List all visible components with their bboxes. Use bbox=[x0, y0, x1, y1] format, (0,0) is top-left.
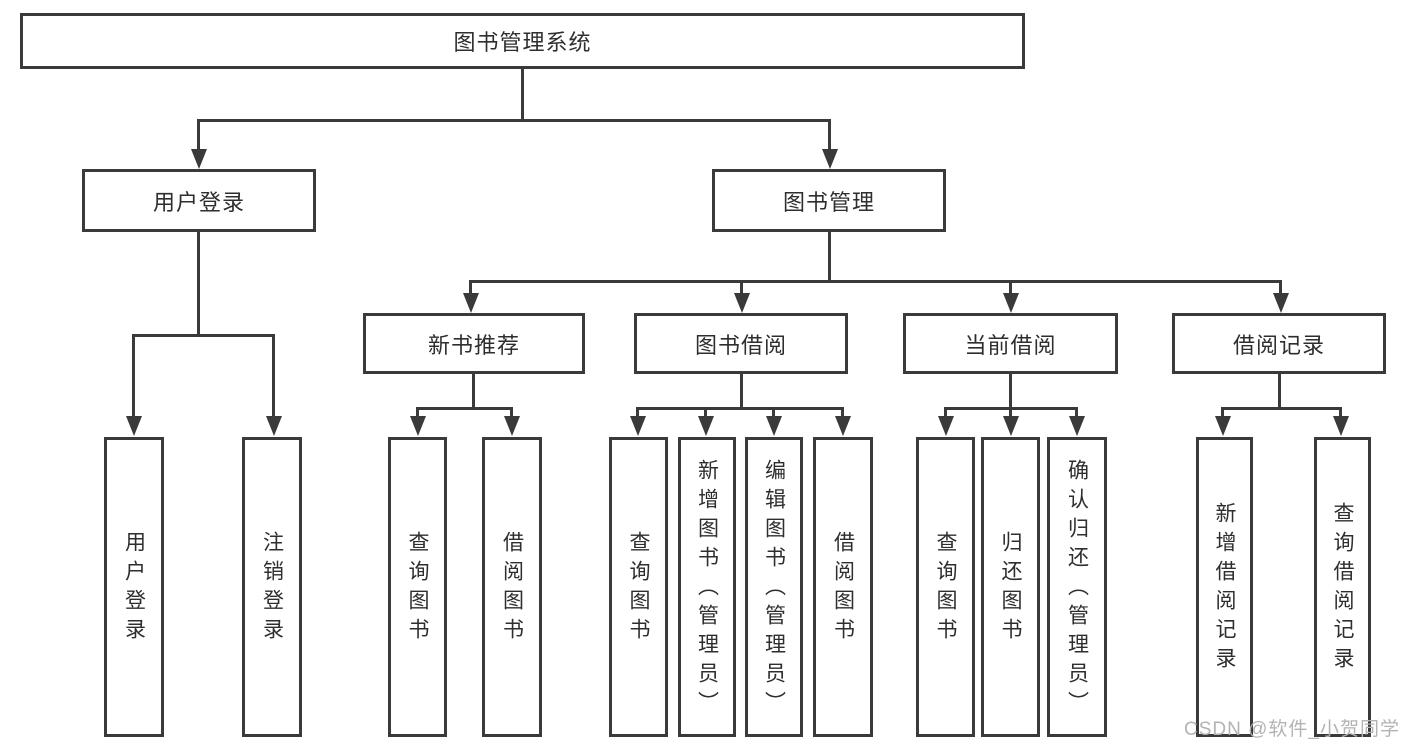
leaf-borrow-book-label: 借阅图书 bbox=[831, 531, 855, 647]
connector-line bbox=[1221, 407, 1342, 410]
connector-line bbox=[740, 374, 743, 410]
connector-line bbox=[272, 334, 275, 416]
leaf-edit-book-admin: 编辑图书（管理员） bbox=[745, 437, 803, 737]
connector-line bbox=[1009, 407, 1012, 417]
arrow-down-icon bbox=[126, 416, 142, 436]
connector-line bbox=[772, 407, 775, 417]
arrow-down-icon bbox=[766, 416, 782, 436]
leaf-user-login-label: 用户登录 bbox=[122, 531, 146, 647]
connector-line bbox=[1075, 407, 1078, 417]
leaf-query-borrow-record: 查询借阅记录 bbox=[1314, 437, 1371, 737]
arrow-down-icon bbox=[1333, 416, 1349, 436]
connector-line bbox=[132, 334, 135, 416]
connector-line bbox=[416, 407, 513, 410]
leaf-borrow-book: 借阅图书 bbox=[813, 437, 873, 737]
leaf-return-book: 归还图书 bbox=[981, 437, 1040, 737]
leaf-return-book-label: 归还图书 bbox=[999, 531, 1022, 647]
node-user-login-label: 用户登录 bbox=[152, 189, 245, 215]
connector-line bbox=[510, 407, 513, 417]
leaf-confirm-return-admin-label: 确认归还（管理员） bbox=[1065, 458, 1089, 720]
connector-line bbox=[1009, 374, 1012, 410]
arrow-down-icon bbox=[1273, 293, 1289, 313]
connector-line bbox=[521, 69, 524, 122]
node-current-borrow: 当前借阅 bbox=[903, 313, 1118, 374]
connector-line bbox=[469, 280, 472, 295]
leaf-borrow-query-book-label: 查询图书 bbox=[627, 531, 650, 647]
node-book-management-label: 图书管理 bbox=[782, 189, 875, 215]
arrow-down-icon bbox=[1003, 416, 1019, 436]
leaf-add-borrow-record-label: 新增借阅记录 bbox=[1213, 502, 1236, 676]
arrow-down-icon bbox=[504, 416, 520, 436]
connector-line bbox=[828, 119, 831, 152]
node-user-login: 用户登录 bbox=[82, 169, 316, 232]
connector-line bbox=[132, 334, 275, 337]
leaf-user-login: 用户登录 bbox=[104, 437, 164, 737]
node-book-management: 图书管理 bbox=[712, 169, 946, 232]
arrow-down-icon bbox=[822, 149, 838, 169]
leaf-recommend-query-book-label: 查询图书 bbox=[406, 531, 429, 647]
connector-line bbox=[1339, 407, 1342, 417]
node-root: 图书管理系统 bbox=[20, 13, 1025, 69]
connector-line bbox=[197, 232, 200, 334]
connector-line bbox=[636, 407, 639, 417]
arrow-down-icon bbox=[734, 293, 750, 313]
arrow-down-icon bbox=[1069, 416, 1085, 436]
leaf-recommend-query-book: 查询图书 bbox=[388, 437, 447, 737]
csdn-watermark: CSDN @软件_小贺同学 bbox=[1184, 719, 1400, 740]
leaf-edit-book-admin-label: 编辑图书（管理员） bbox=[762, 458, 786, 720]
connector-line bbox=[197, 119, 831, 122]
node-new-book-recommend-label: 新书推荐 bbox=[427, 332, 520, 358]
connector-line bbox=[828, 232, 831, 283]
connector-line bbox=[740, 280, 743, 295]
connector-line bbox=[636, 407, 844, 410]
connector-line bbox=[944, 407, 947, 417]
arrow-down-icon bbox=[630, 416, 646, 436]
node-borrow-records-label: 借阅记录 bbox=[1232, 332, 1325, 358]
arrow-down-icon bbox=[938, 416, 954, 436]
leaf-borrow-query-book: 查询图书 bbox=[609, 437, 668, 737]
leaf-add-book-admin: 新增图书（管理员） bbox=[678, 437, 736, 737]
connector-line bbox=[1009, 280, 1012, 295]
leaf-query-borrow-record-label: 查询借阅记录 bbox=[1331, 502, 1354, 676]
connector-line bbox=[469, 280, 1282, 283]
connector-line bbox=[1279, 280, 1282, 295]
arrow-down-icon bbox=[698, 416, 714, 436]
arrow-down-icon bbox=[191, 149, 207, 169]
leaf-add-book-admin-label: 新增图书（管理员） bbox=[695, 458, 719, 720]
node-root-label: 图书管理系统 bbox=[453, 30, 592, 55]
leaf-current-query-book: 查询图书 bbox=[916, 437, 975, 737]
arrow-down-icon bbox=[1003, 293, 1019, 313]
arrow-down-icon bbox=[410, 416, 426, 436]
leaf-add-borrow-record: 新增借阅记录 bbox=[1196, 437, 1253, 737]
connector-line bbox=[472, 374, 475, 410]
leaf-logout-label: 注销登录 bbox=[260, 531, 284, 647]
node-book-borrow: 图书借阅 bbox=[634, 313, 848, 374]
leaf-current-query-book-label: 查询图书 bbox=[934, 531, 957, 647]
arrow-down-icon bbox=[266, 416, 282, 436]
node-current-borrow-label: 当前借阅 bbox=[964, 332, 1057, 358]
connector-line bbox=[704, 407, 707, 417]
connector-line bbox=[197, 119, 200, 152]
node-new-book-recommend: 新书推荐 bbox=[363, 313, 585, 374]
node-book-borrow-label: 图书借阅 bbox=[694, 332, 787, 358]
arrow-down-icon bbox=[1215, 416, 1231, 436]
arrow-down-icon bbox=[835, 416, 851, 436]
connector-line bbox=[416, 407, 419, 417]
arrow-down-icon bbox=[463, 293, 479, 313]
connector-line bbox=[1278, 374, 1281, 410]
connector-line bbox=[841, 407, 844, 417]
node-borrow-records: 借阅记录 bbox=[1172, 313, 1386, 374]
leaf-recommend-borrow-book-label: 借阅图书 bbox=[500, 531, 524, 647]
connector-line bbox=[1221, 407, 1224, 417]
leaf-logout: 注销登录 bbox=[242, 437, 302, 737]
leaf-recommend-borrow-book: 借阅图书 bbox=[482, 437, 542, 737]
leaf-confirm-return-admin: 确认归还（管理员） bbox=[1047, 437, 1107, 737]
